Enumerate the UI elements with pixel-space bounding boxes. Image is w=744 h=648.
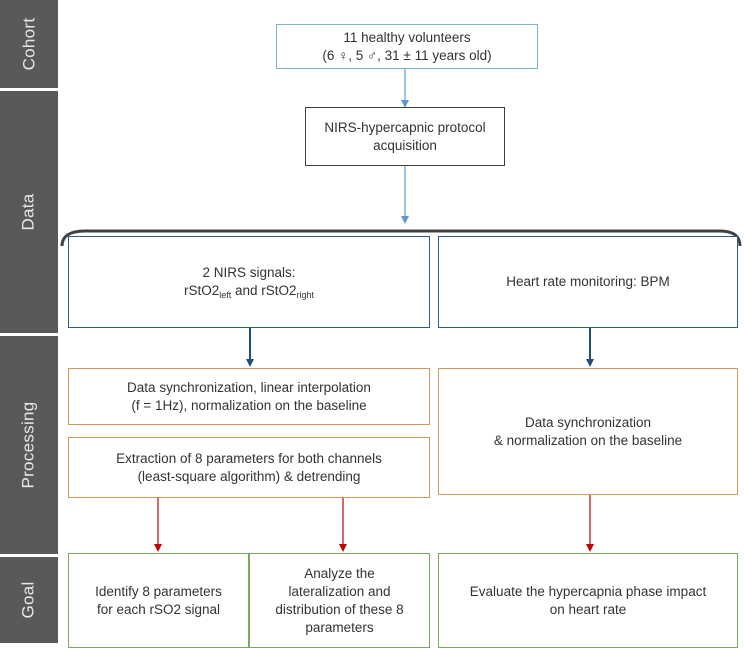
protocol-line1: NIRS-hypercapnic protocol: [324, 119, 486, 135]
identify-line2: for each rSO2 signal: [96, 601, 221, 617]
band-cohort: Cohort: [0, 0, 58, 88]
male-symbol-icon: ♂: [367, 47, 378, 63]
cohort-box: 11 healthy volunteers (6 ♀, 5 ♂, 31 ± 11…: [276, 24, 538, 69]
band-data: Data: [0, 91, 58, 333]
goal-analyze-box: Analyze the lateralization and distribut…: [249, 553, 430, 648]
heart-rate-label: Heart rate monitoring: BPM: [506, 274, 670, 289]
protocol-line2: acquisition: [373, 137, 437, 153]
analyze-line1: Analyze the: [304, 565, 375, 581]
goal-evaluate-box: Evaluate the hypercapnia phase impact on…: [438, 553, 738, 648]
extract-line2: (least-square algorithm) & detrending: [137, 468, 361, 484]
cohort-line2: (6 ♀, 5 ♂, 31 ± 11 years old): [322, 47, 492, 63]
band-processing: Processing: [0, 336, 58, 554]
nirs-line1: 2 NIRS signals:: [202, 265, 296, 280]
extract-line1: Extraction of 8 parameters for both chan…: [116, 450, 382, 466]
analyze-line2: lateralization and: [288, 583, 391, 599]
evaluate-line1: Evaluate the hypercapnia phase impact: [469, 583, 707, 599]
sync-line2: (f = 1Hz), normalization on the baseline: [131, 397, 367, 413]
band-goal: Goal: [0, 557, 58, 643]
nirs-signals-box: 2 NIRS signals: rStO2left and rStO2right: [68, 236, 430, 328]
female-symbol-icon: ♀: [338, 47, 349, 63]
sync-interp-box: Data synchronization, linear interpolati…: [68, 368, 430, 425]
heart-rate-box: Heart rate monitoring: BPM: [438, 236, 738, 328]
nirs-line2: rStO2left and rStO2right: [183, 283, 315, 300]
protocol-box: NIRS-hypercapnic protocol acquisition: [305, 107, 505, 166]
analyze-line3: distribution of these 8: [275, 601, 404, 617]
analyze-line4: parameters: [305, 619, 374, 635]
hr-sync-box: Data synchronization & normalization on …: [438, 368, 738, 495]
hr-sync-line1: Data synchronization: [524, 414, 652, 430]
extraction-box: Extraction of 8 parameters for both chan…: [68, 437, 430, 498]
cohort-line1: 11 healthy volunteers: [343, 29, 471, 45]
evaluate-line2: on heart rate: [549, 601, 627, 617]
goal-identify-box: Identify 8 parameters for each rSO2 sign…: [68, 553, 249, 648]
hr-sync-line2: & normalization on the baseline: [493, 432, 683, 448]
identify-line1: Identify 8 parameters: [95, 583, 222, 599]
sync-line1: Data synchronization, linear interpolati…: [127, 379, 371, 395]
